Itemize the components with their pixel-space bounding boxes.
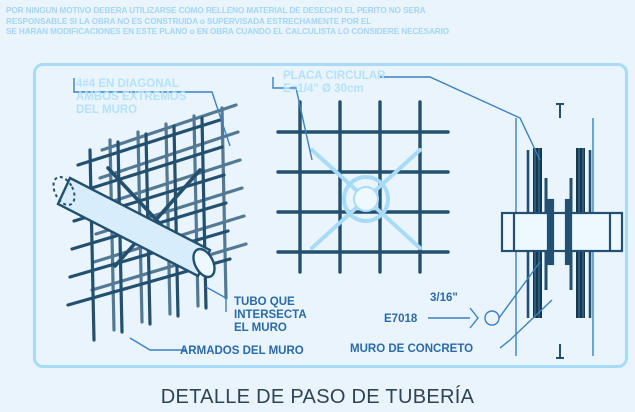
diagonal-bars-label: 4#4 EN DIAGONAL AMBOS EXTREMOS DEL MURO <box>76 78 187 117</box>
diagonal-label-line: AMBOS EXTREMOS <box>76 91 187 103</box>
pipe-section <box>500 198 624 266</box>
leader-lines <box>73 76 553 351</box>
general-notes: POR NINGUN MOTIVO DEBERA UTILIZARSE COMO… <box>6 6 631 38</box>
note-line: RESPONSABLE SI LA OBRA NO ES CONSTRUIDA … <box>6 16 372 26</box>
note-line: SE HARAN MODIFICACIONES EN ESTE PLANO o … <box>6 27 450 36</box>
concrete-wall-label: MURO DE CONCRETO <box>350 343 474 355</box>
pipe-label: TUBO QUE INTERSECTA EL MURO <box>234 296 307 335</box>
plate-label-line: PLACA CIRCULAR <box>283 70 386 82</box>
electrode-label: E7018 <box>384 313 418 325</box>
diagonal-label-line: DEL MURO <box>76 104 138 116</box>
circular-plate-label: PLACA CIRCULAR E=1/4" Ø 30cm <box>283 70 385 96</box>
diagonal-label-line: 4#4 EN DIAGONAL <box>76 78 179 90</box>
circular-plate <box>342 175 390 223</box>
pipe-label-line: INTERSECTA <box>234 309 307 321</box>
weld-symbol <box>428 261 541 329</box>
pipe-label-line: EL MURO <box>234 322 287 334</box>
plate-label-line: E=1/4" Ø 30cm <box>283 83 364 95</box>
pipe-label-line: TUBO QUE <box>234 296 295 308</box>
detail-frame <box>33 63 628 368</box>
pipe-isometric <box>52 176 216 279</box>
weld-size-label: 3/16" <box>430 292 458 304</box>
note-line: POR NINGUN MOTIVO DEBERA UTILIZARSE COMO… <box>6 6 426 15</box>
detail-title: DETALLE DE PASO DE TUBERÍA <box>160 386 475 408</box>
wall-reinforcement-label: ARMADOS DEL MURO <box>180 345 304 357</box>
